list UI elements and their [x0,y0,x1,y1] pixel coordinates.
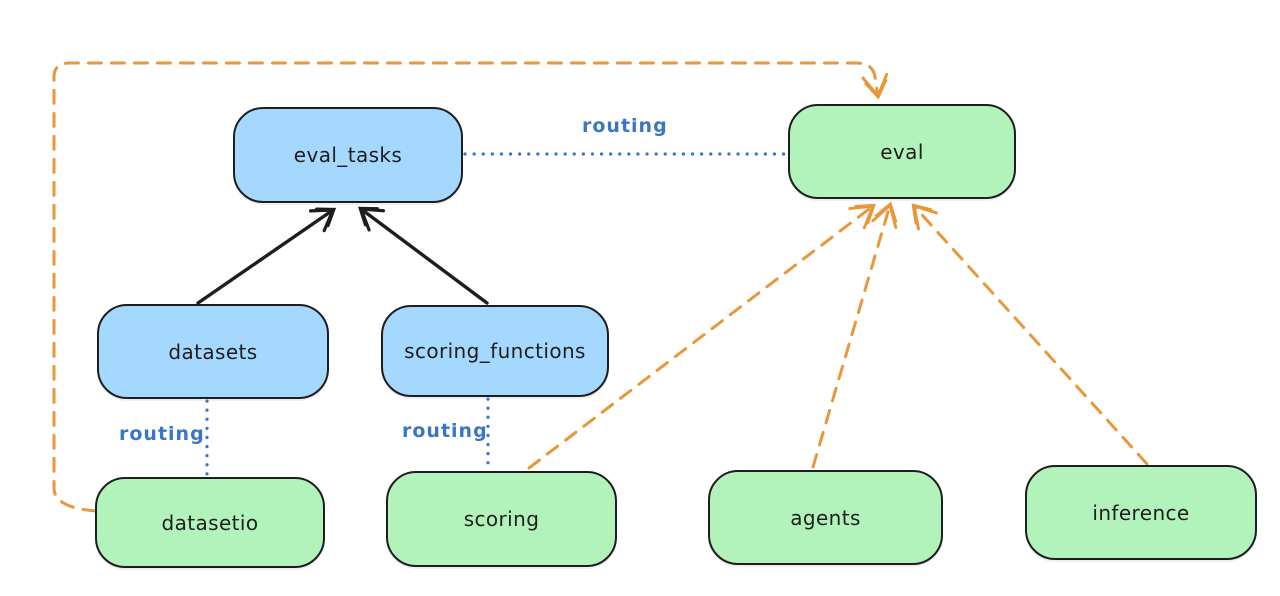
edge-scoring-to-eval [527,203,876,470]
edge-label-routing-mid: routing [402,420,488,442]
edge-label-routing-left: routing [119,423,205,445]
edge-agents-to-eval [811,201,898,469]
node-scoring-label: scoring [463,507,540,531]
node-datasets-label: datasets [168,339,258,364]
edge-inference-to-eval [911,203,1149,466]
edge-label-routing-top: routing [582,115,668,137]
node-scoring: scoring [386,471,617,567]
edge-datasetio-to-eval [52,61,889,513]
node-agents-label: agents [790,505,861,530]
node-scoring-functions-label: scoring_functions [404,339,586,363]
node-datasets: datasets [97,304,329,399]
node-datasetio-label: datasetio [161,510,259,535]
node-eval-tasks-label: eval_tasks [293,143,403,167]
node-eval-tasks: eval_tasks [233,107,463,203]
node-datasetio: datasetio [95,477,325,568]
edge-datasets-to-eval_tasks [196,207,337,305]
node-agents: agents [708,470,943,565]
edge-scoring_functions-to-eval_tasks [357,206,489,305]
node-eval-label: eval [880,139,924,164]
node-scoring-functions: scoring_functions [381,305,609,397]
node-inference-label: inference [1092,500,1190,525]
node-eval: eval [788,104,1016,199]
node-inference: inference [1025,465,1257,560]
